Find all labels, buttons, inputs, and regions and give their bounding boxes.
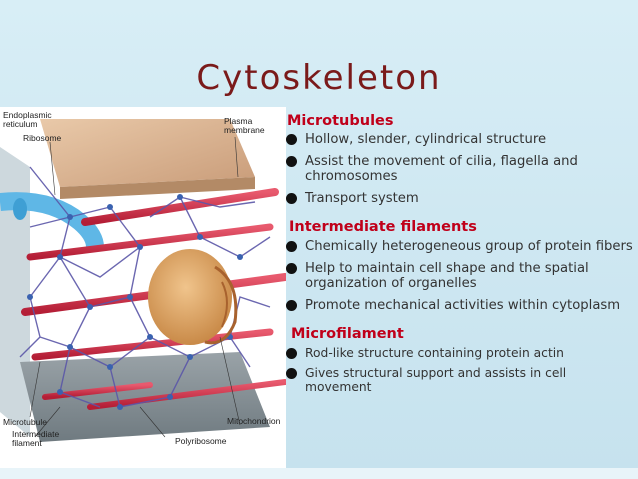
- label-filament: filament: [12, 438, 42, 448]
- bullet-item: Assist the movement of cilia, flagella a…: [283, 154, 635, 184]
- mitochondrion: [148, 249, 232, 345]
- bullet-list: Rod-like structure containing protein ac…: [283, 346, 635, 394]
- bullet-icon: [286, 156, 297, 167]
- bullet-text: Rod-like structure containing protein ac…: [305, 346, 564, 360]
- cell-diagram: [0, 119, 289, 442]
- section-heading: Microtubules: [287, 113, 394, 129]
- bullet-icon: [286, 263, 297, 274]
- bullet-icon: [286, 241, 297, 252]
- bullet-icon: [286, 300, 297, 311]
- label-polyribosome: Polyribosome: [175, 436, 227, 446]
- label-mitochondrion: Mitochondrion: [227, 416, 281, 426]
- slide-title: Cytoskeleton: [196, 58, 442, 98]
- bullet-text: Hollow, slender, cylindrical structure: [305, 132, 547, 147]
- bullet-list: Chemically heterogeneous group of protei…: [283, 239, 635, 313]
- label-endoplasmic: Endoplasmic: [3, 110, 52, 120]
- label-plasma: Plasma: [224, 116, 253, 126]
- bullet-list: Hollow, slender, cylindrical structure A…: [283, 132, 635, 206]
- label-reticulum: reticulum: [3, 119, 38, 129]
- plasma-membrane-top: [40, 119, 255, 187]
- bullet-item: Rod-like structure containing protein ac…: [283, 346, 635, 360]
- bullet-item: Gives structural support and assists in …: [283, 366, 635, 394]
- section-heading: Intermediate filaments: [289, 219, 477, 235]
- bullet-text: Promote mechanical activities within cyt…: [305, 298, 621, 313]
- label-microtubule: Microtubule: [3, 417, 47, 427]
- cytoskeleton-illustration: Endoplasmic reticulum Ribosome Plasma me…: [0, 107, 289, 468]
- bullet-icon: [286, 134, 297, 145]
- endoplasmic-reticulum: [0, 192, 104, 248]
- section-intermediate-filaments: Intermediate filaments Chemically hetero…: [283, 219, 635, 313]
- bullet-item: Chemically heterogeneous group of protei…: [283, 239, 635, 254]
- bullet-item: Transport system: [283, 191, 635, 206]
- bullet-item: Promote mechanical activities within cyt…: [283, 298, 635, 313]
- section-heading: Microfilament: [291, 326, 404, 342]
- bullet-text: Transport system: [305, 191, 419, 206]
- bullet-text: Chemically heterogeneous group of protei…: [305, 239, 633, 254]
- label-ribosome: Ribosome: [23, 133, 62, 143]
- bullet-icon: [286, 193, 297, 204]
- bullet-text: Assist the movement of cilia, flagella a…: [305, 154, 578, 184]
- slide-content: Microtubules Hollow, slender, cylindrica…: [283, 113, 635, 394]
- label-intermediate: Intermediate: [12, 429, 60, 439]
- section-microtubules: Microtubules Hollow, slender, cylindrica…: [283, 113, 635, 206]
- bullet-icon: [286, 348, 297, 359]
- bullet-text: Gives structural support and assists in …: [305, 366, 567, 394]
- bullet-item: Help to maintain cell shape and the spat…: [283, 261, 635, 291]
- label-membrane: membrane: [224, 125, 265, 135]
- section-microfilament: Microfilament Rod-like structure contain…: [283, 326, 635, 394]
- bullet-item: Hollow, slender, cylindrical structure: [283, 132, 635, 147]
- footer-bar: [0, 468, 638, 479]
- bullet-text: Help to maintain cell shape and the spat…: [305, 261, 589, 291]
- bullet-icon: [286, 368, 297, 379]
